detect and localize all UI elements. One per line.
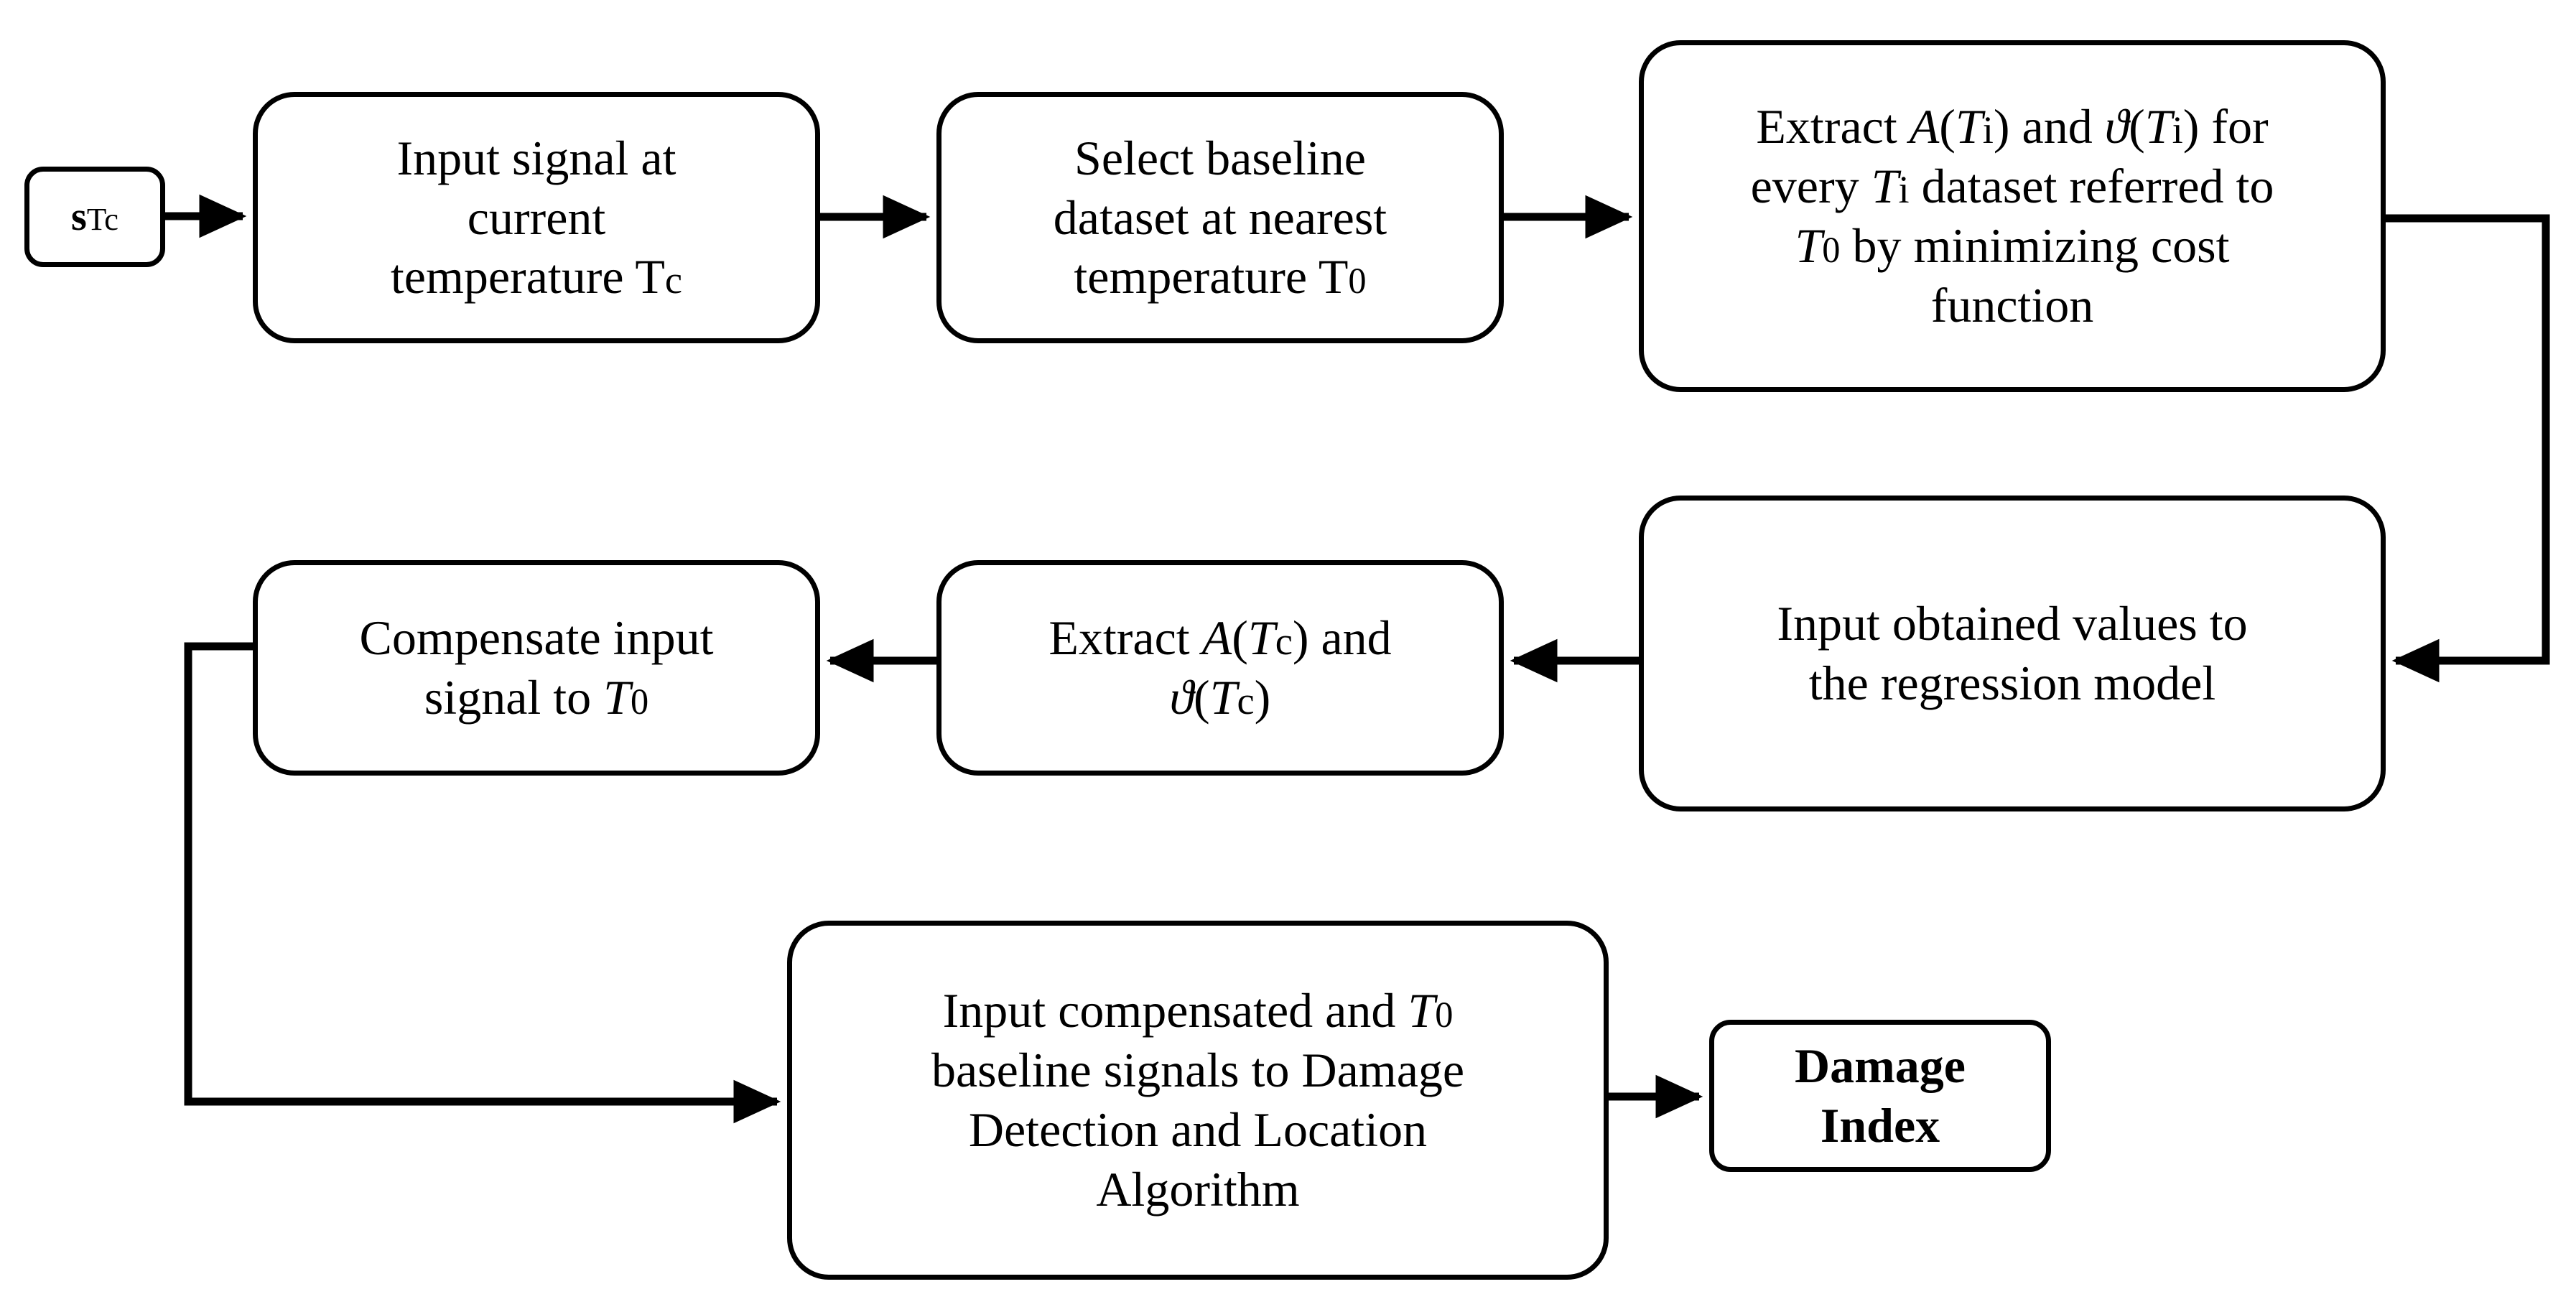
node-input-signal-symbol-label: sTc	[71, 194, 118, 239]
connector-step3-to-step4	[2386, 214, 2550, 683]
node-input-signal-symbol[interactable]: sTc	[24, 167, 165, 267]
connector-step6-to-step7	[184, 642, 781, 1124]
